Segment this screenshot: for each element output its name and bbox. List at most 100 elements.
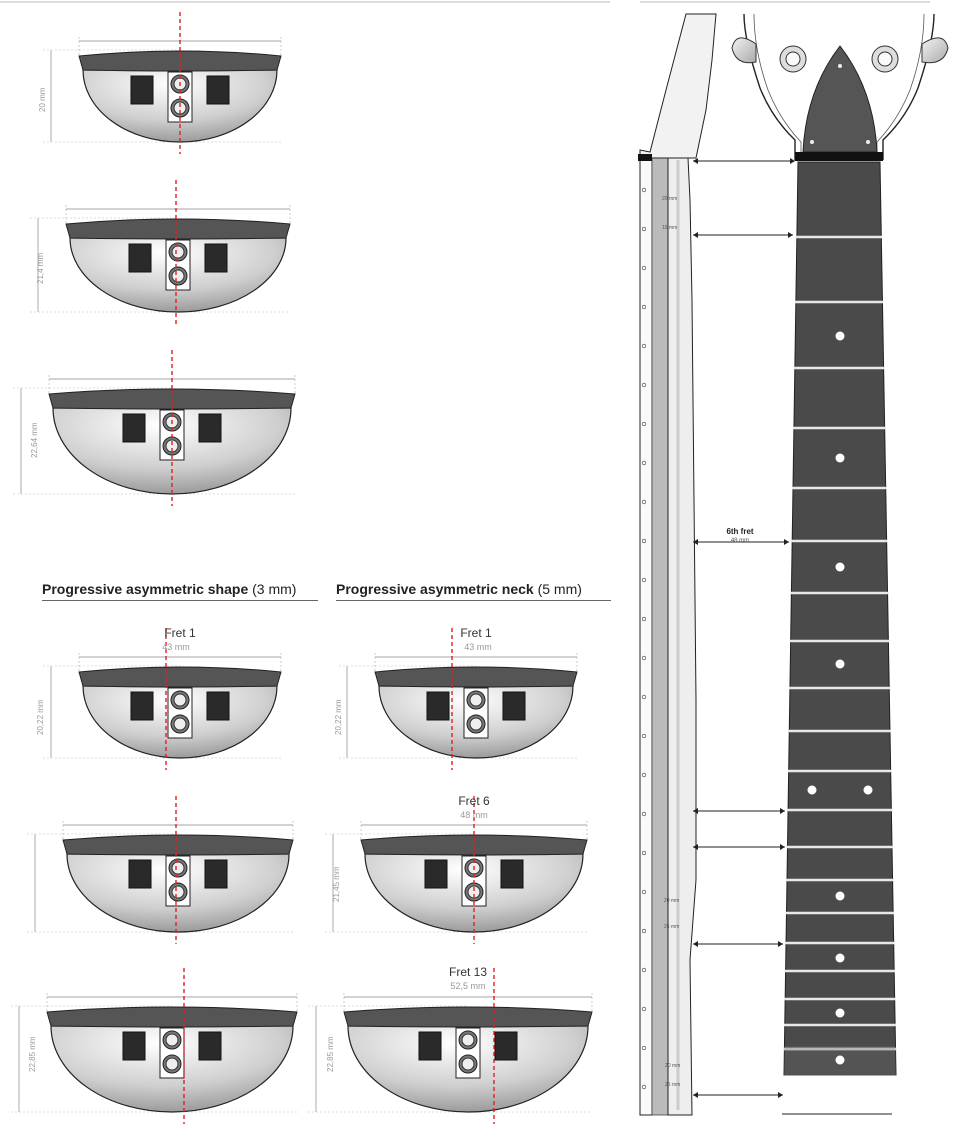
- side-dimension-label: 20 mm: [665, 1063, 681, 1069]
- arrow-head: [693, 941, 698, 947]
- side-dot-marker: [641, 694, 647, 700]
- truss-rod-core: [173, 693, 187, 707]
- arrow-head: [693, 232, 698, 238]
- side-nut: [638, 154, 652, 161]
- nut: [795, 152, 883, 161]
- side-dot-marker: [641, 226, 647, 232]
- width-label: 48 mm: [460, 810, 488, 820]
- side-dimension-label: 20 mm: [662, 196, 678, 202]
- side-dot-marker: [641, 1084, 647, 1090]
- pickup-block: [198, 1031, 222, 1061]
- pickup-block: [426, 691, 450, 721]
- pickup-block: [130, 75, 154, 105]
- profile-height-label: 20,22 mm: [36, 699, 45, 735]
- neck-side-fretboard: [651, 157, 669, 1116]
- pickup-block: [206, 691, 230, 721]
- neck-profile: [308, 968, 593, 1124]
- neck-profile: [13, 350, 296, 506]
- cover-screw: [866, 140, 870, 144]
- pickup-block: [128, 243, 152, 273]
- truss-rod-core: [171, 245, 185, 259]
- side-dot-marker: [641, 967, 647, 973]
- arrow-head: [788, 232, 793, 238]
- section-title-rest: (3 mm): [248, 581, 297, 597]
- profile-height-label: 22,64 mm: [30, 422, 39, 458]
- fret-inlay: [835, 953, 845, 963]
- side-dot-marker: [641, 811, 647, 817]
- tuner-bushing-inner: [785, 51, 801, 67]
- neck-profile: [43, 12, 282, 154]
- truss-rod-core: [165, 1057, 179, 1071]
- section-title-asymmetric-neck: Progressive asymmetric neck (5 mm): [336, 581, 611, 601]
- truss-rod-cover: [802, 45, 878, 153]
- width-label: 43 mm: [162, 642, 190, 652]
- profile-height-label: 21,4 mm: [36, 252, 45, 284]
- fret-label: Fret 13: [448, 965, 488, 979]
- side-dimension-label: 25 mm: [665, 1082, 681, 1088]
- neck-profile: [30, 180, 291, 324]
- fret-inlay: [835, 1055, 845, 1065]
- arrow-head: [693, 844, 698, 850]
- truss-rod-core: [461, 1057, 475, 1071]
- section-title-rest: (5 mm): [533, 581, 582, 597]
- fretboard-cap: [65, 218, 291, 240]
- side-dimension-label: 20 mm: [664, 898, 680, 904]
- side-headstock: [639, 13, 717, 159]
- truss-rod-core: [173, 717, 187, 731]
- neck-side-edge: [639, 157, 653, 1116]
- fretboard-cap: [360, 834, 588, 856]
- headstock-outline: [743, 13, 935, 160]
- fretboard-cap: [62, 834, 294, 856]
- headstock-binding: [753, 13, 925, 160]
- profile-height-label: 21,45 mm: [332, 866, 341, 902]
- arrow-head: [790, 158, 795, 164]
- arrow-head: [780, 808, 785, 814]
- cover-screw: [838, 64, 842, 68]
- fret-label: Fret 6: [458, 794, 490, 808]
- profile-height-label: 22,85 mm: [326, 1036, 335, 1072]
- tuner-bushing-inner: [877, 51, 893, 67]
- cover-screw: [810, 140, 814, 144]
- pickup-block: [130, 691, 154, 721]
- neck-fret-label: 6th fret: [726, 527, 754, 536]
- side-dot-marker: [641, 187, 647, 193]
- neck-profile: [325, 796, 588, 944]
- arrow-head: [780, 844, 785, 850]
- neck-side-body: [667, 157, 697, 1116]
- fretboard-cap: [343, 1006, 593, 1028]
- pickup-block: [494, 1031, 518, 1061]
- arrow-head: [778, 1092, 783, 1098]
- side-dot-marker: [641, 304, 647, 310]
- fretboard: [783, 161, 897, 1076]
- neck-profile: [339, 628, 578, 770]
- fret-inlay: [835, 331, 845, 341]
- side-dot-marker: [641, 343, 647, 349]
- side-dot-marker: [641, 655, 647, 661]
- side-dot-marker: [641, 772, 647, 778]
- side-dimension-label: 25 mm: [664, 924, 680, 930]
- neck-profile: [27, 796, 294, 944]
- side-dot-marker: [641, 616, 647, 622]
- side-dimension-label: 15 mm: [662, 225, 678, 231]
- side-dot-marker: [641, 1045, 647, 1051]
- truss-rod-core: [461, 1033, 475, 1047]
- truss-rod-core: [469, 717, 483, 731]
- profile-height-label: 20 mm: [38, 87, 47, 112]
- pickup-block: [206, 75, 230, 105]
- neck-profile: [11, 968, 298, 1124]
- side-dot-marker: [641, 850, 647, 856]
- arrow-head: [693, 158, 698, 164]
- profile-height-label: 20,22 mm: [334, 699, 343, 735]
- tuner-peg: [731, 37, 757, 64]
- section-title-bold: Progressive asymmetric shape: [42, 581, 249, 597]
- pickup-block: [198, 413, 222, 443]
- neck-profile: [43, 628, 282, 770]
- neck-fret-width: 48 mm: [730, 538, 750, 544]
- pickup-block: [424, 859, 448, 889]
- pickup-block: [128, 859, 152, 889]
- pickup-block: [502, 691, 526, 721]
- side-dot-marker: [641, 460, 647, 466]
- truss-rod-core: [165, 1033, 179, 1047]
- fret-inlay: [835, 562, 845, 572]
